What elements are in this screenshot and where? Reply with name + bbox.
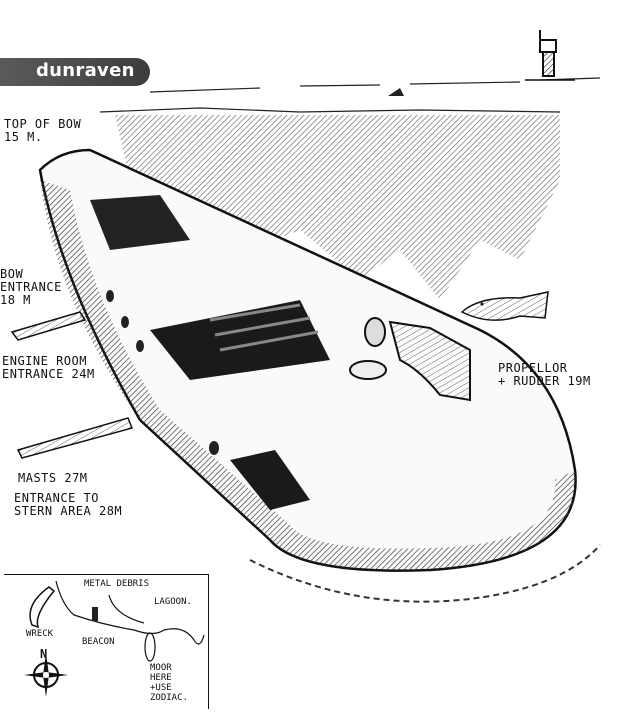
location-map: METAL DEBRIS LAGOON. WRECK BEACON MOOR H… — [4, 574, 209, 709]
shoreline — [55, 580, 205, 645]
engine-room-opening — [150, 300, 330, 380]
label-bow-entrance: BOW ENTRANCE 18 M — [0, 267, 62, 307]
label-engine-room: ENGINE ROOM ENTRANCE 24M — [2, 354, 95, 381]
title-text: dunraven — [36, 60, 135, 81]
map-label-moor: MOOR HERE +USE ZODIAC. — [150, 663, 188, 703]
reef-wall — [115, 115, 560, 300]
beacon-map-icon — [92, 607, 98, 621]
mooring-icon — [144, 632, 156, 662]
beacon-tower-icon — [525, 30, 575, 81]
rudder — [388, 320, 471, 402]
label-propeller-rudder: PROPELLOR + RUDDER 19M — [498, 361, 591, 388]
map-label-wreck: WRECK — [26, 629, 54, 639]
map-label-metal-debris: METAL DEBRIS — [84, 579, 150, 589]
map-north-label: N — [40, 647, 48, 661]
stern-opening — [230, 450, 310, 510]
label-top-of-bow: TOP OF BOW 15 M. — [4, 117, 82, 144]
fish-icon — [460, 291, 549, 321]
propeller-icon — [349, 317, 387, 380]
compass-icon — [24, 653, 68, 697]
bow-opening — [90, 195, 190, 250]
map-label-lagoon: LAGOON. — [154, 597, 192, 607]
mast-upper — [10, 311, 87, 341]
label-stern-entrance: ENTRANCE TO STERN AREA 28M — [14, 491, 123, 518]
map-label-beacon: BEACON — [82, 637, 115, 647]
label-masts: MASTS 27M — [18, 471, 88, 485]
boat-icon — [388, 88, 404, 96]
seabed — [249, 544, 601, 603]
title-banner: dunraven — [0, 58, 150, 86]
wreck-map-icon — [29, 586, 56, 629]
mast-lower — [16, 417, 134, 459]
sea-surface — [99, 77, 601, 113]
